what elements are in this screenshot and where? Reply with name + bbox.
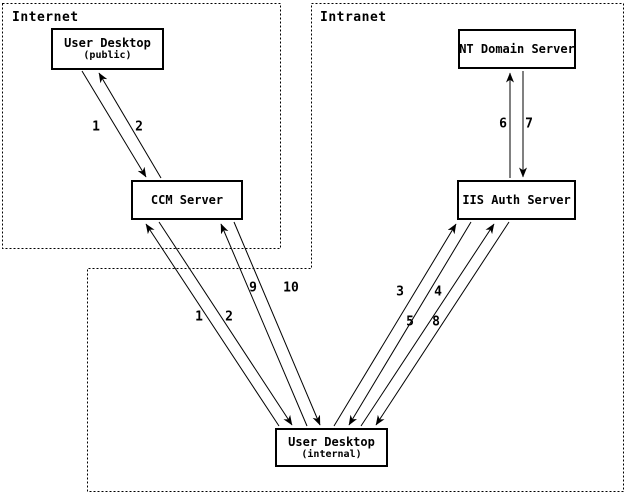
step-label-9: 9 bbox=[249, 280, 257, 296]
node-title: CCM Server bbox=[150, 192, 224, 207]
step-label-8: 8 bbox=[432, 314, 440, 330]
step-label-5: 5 bbox=[406, 314, 414, 330]
arrow-internal-desktop-to-iis-second bbox=[360, 223, 495, 427]
step-label-6: 6 bbox=[499, 116, 507, 132]
arrow-ccm-to-public-desktop bbox=[98, 72, 162, 179]
node-title: User Desktop bbox=[288, 434, 375, 449]
node-title: User Desktop bbox=[64, 36, 151, 50]
arrow-internal-desktop-to-ccm-second bbox=[220, 223, 308, 427]
intranet-zone-border bbox=[87, 3, 624, 492]
internet-zone-border bbox=[2, 3, 281, 249]
step-label-public-1: 1 bbox=[92, 119, 100, 135]
step-label-10: 10 bbox=[283, 280, 299, 296]
step-label-internal-2: 2 bbox=[225, 309, 233, 325]
arrow-ccm-to-internal-desktop bbox=[158, 221, 293, 426]
step-label-3: 3 bbox=[396, 284, 404, 300]
node-nt-domain-server: NT Domain Server bbox=[458, 29, 576, 69]
step-label-7: 7 bbox=[525, 116, 533, 132]
arrow-internal-desktop-to-ccm bbox=[145, 223, 280, 427]
arrow-internal-desktop-to-iis-first bbox=[333, 223, 457, 427]
node-user-desktop-internal: User Desktop (internal) bbox=[275, 428, 388, 467]
step-label-4: 4 bbox=[434, 284, 442, 300]
node-subtitle: (public) bbox=[83, 50, 132, 61]
arrow-iis-to-internal-desktop-first bbox=[348, 221, 472, 426]
arrow-ccm-to-internal-desktop-second bbox=[233, 221, 321, 426]
arrow-public-desktop-to-ccm bbox=[81, 70, 147, 178]
node-title: IIS Auth Server bbox=[462, 192, 571, 207]
node-subtitle: (internal) bbox=[301, 448, 362, 460]
intranet-zone-label: Intranet bbox=[320, 10, 387, 25]
arrow-iis-to-internal-desktop-second bbox=[375, 221, 510, 426]
node-title: NT Domain Server bbox=[459, 41, 575, 56]
node-iis-auth-server: IIS Auth Server bbox=[457, 180, 576, 220]
step-label-public-2: 2 bbox=[135, 119, 143, 135]
internet-zone-label: Internet bbox=[12, 10, 79, 25]
node-user-desktop-public: User Desktop (public) bbox=[51, 28, 164, 70]
step-label-internal-1: 1 bbox=[195, 309, 203, 325]
node-ccm-server: CCM Server bbox=[131, 180, 243, 220]
